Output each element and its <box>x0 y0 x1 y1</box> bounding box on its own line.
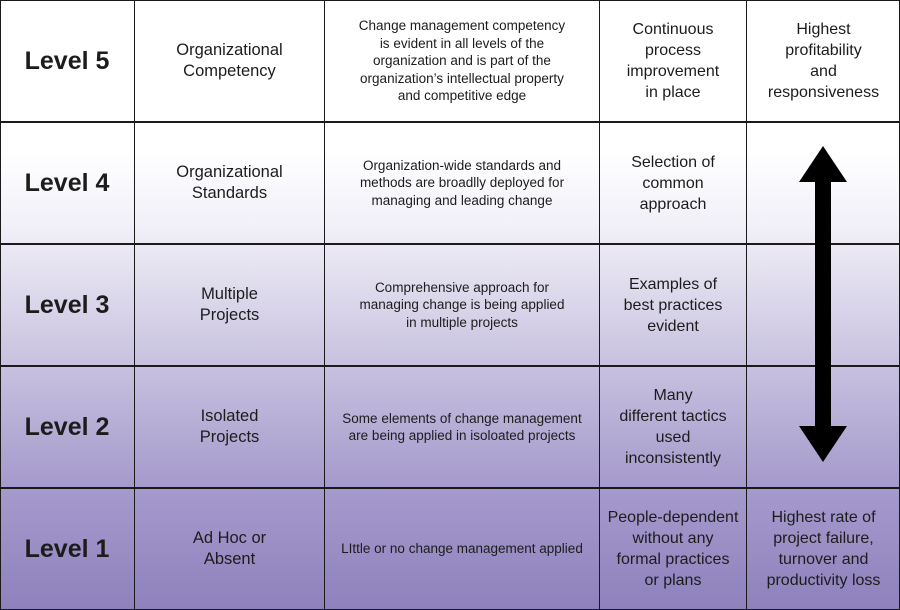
row-divider <box>0 243 900 245</box>
level-label: Level 2 <box>0 366 135 488</box>
level-characteristic: Selection of common approach <box>600 122 747 244</box>
level-description: Comprehensive approach for managing chan… <box>325 244 600 366</box>
level-description: Organization-wide standards and methods … <box>325 122 600 244</box>
level-4-row: Level 4 Organizational Standards Organiz… <box>0 122 900 244</box>
row-divider <box>0 121 900 123</box>
level-name: Isolated Projects <box>135 366 325 488</box>
level-characteristic: Examples of best practices evident <box>600 244 747 366</box>
level-characteristic: People-dependent without any formal prac… <box>600 488 747 610</box>
level-name: Organizational Competency <box>135 0 325 122</box>
level-label: Level 4 <box>0 122 135 244</box>
level-label: Level 5 <box>0 0 135 122</box>
level-1-row: Level 1 Ad Hoc or Absent LIttle or no ch… <box>0 488 900 610</box>
level-label: Level 1 <box>0 488 135 610</box>
level-label: Level 3 <box>0 244 135 366</box>
level-description: Some elements of change management are b… <box>325 366 600 488</box>
level-2-row: Level 2 Isolated Projects Some elements … <box>0 366 900 488</box>
double-arrow-icon <box>799 146 847 462</box>
level-outcome: Highest profitability and responsiveness <box>767 21 880 101</box>
level-characteristic: Continuous process improvement in place <box>600 0 747 122</box>
level-3-row: Level 3 Multiple Projects Comprehensive … <box>0 244 900 366</box>
level-5-row: Level 5 Organizational Competency Change… <box>0 0 900 122</box>
level-description: LIttle or no change management applied <box>325 488 600 610</box>
row-divider <box>0 487 900 489</box>
level-characteristic: Many different tactics used inconsistent… <box>600 366 747 488</box>
level-name: Ad Hoc or Absent <box>135 488 325 610</box>
level-description: Change management competency is evident … <box>325 0 600 122</box>
level-name: Multiple Projects <box>135 244 325 366</box>
level-name: Organizational Standards <box>135 122 325 244</box>
level-outcome: Highest rate of project failure, turnove… <box>766 509 881 589</box>
row-divider <box>0 365 900 367</box>
double-arrow-shape <box>799 146 847 462</box>
